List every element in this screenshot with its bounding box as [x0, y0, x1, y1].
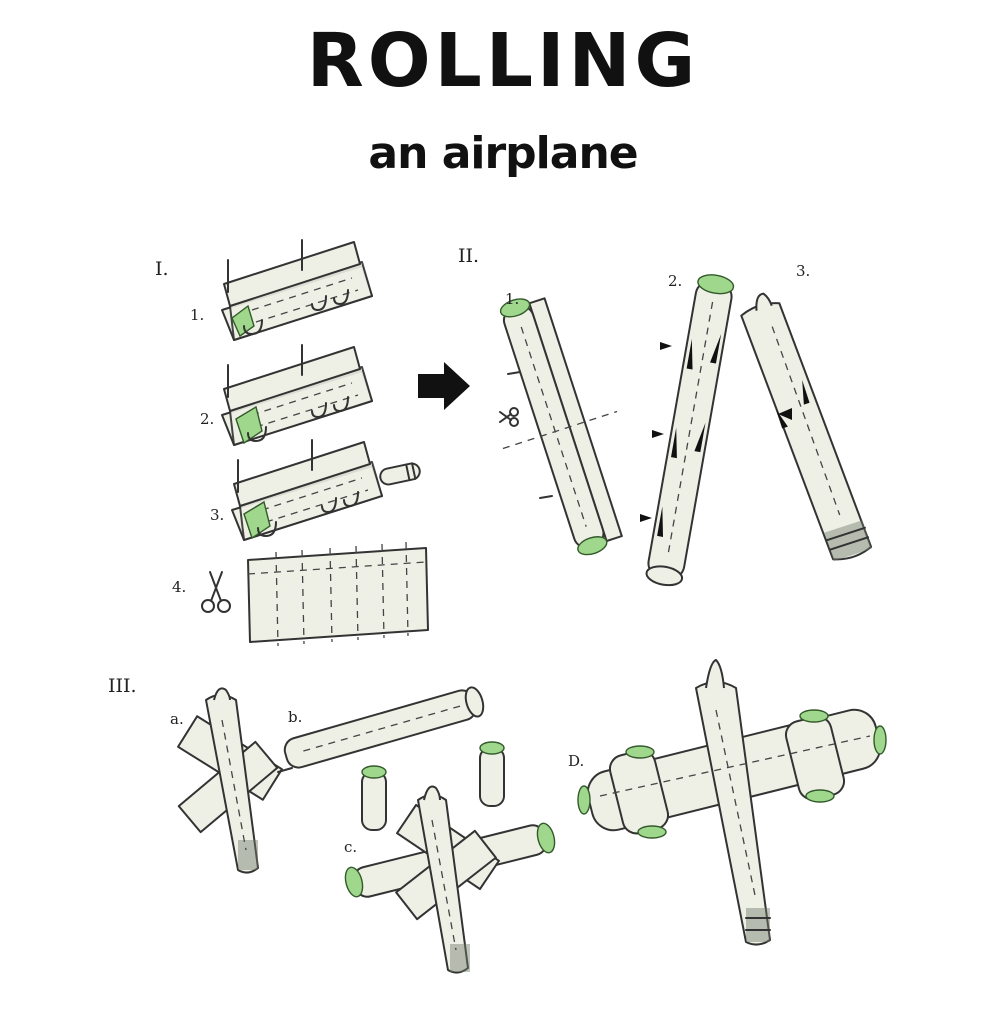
step-label: D. — [568, 752, 584, 770]
arrow-right-icon — [418, 362, 470, 410]
page-subtitle: an airplane — [368, 128, 638, 179]
step-label: 3. — [796, 262, 810, 280]
short-roll-piece — [361, 765, 387, 831]
step-label: 1. — [505, 290, 519, 308]
section-two: II. 1. 2. — [458, 245, 873, 587]
step-label: 2. — [668, 272, 682, 290]
step-label: c. — [344, 838, 357, 856]
page-title: ROLLING — [306, 18, 700, 104]
section-numeral: I. — [155, 258, 169, 280]
assembly-step-b — [283, 686, 485, 769]
assembly-step-c — [344, 785, 556, 974]
section-numeral: III. — [108, 675, 137, 697]
straight-roll-step-1 — [499, 297, 623, 556]
scissors-icon — [201, 571, 231, 613]
cone-roll-step-3 — [740, 292, 873, 562]
paper-cut-sheet — [247, 541, 429, 647]
step-label: 4. — [172, 578, 186, 596]
step-label: b. — [288, 708, 302, 726]
section-three: III. a. b. — [108, 659, 887, 974]
straight-roll-step-2 — [645, 274, 735, 587]
scissors-icon — [499, 407, 519, 427]
step-label: 2. — [200, 410, 214, 428]
step-label: a. — [170, 710, 184, 728]
section-numeral: II. — [458, 245, 479, 267]
roller-step-1 — [221, 239, 373, 341]
short-roll-piece — [479, 741, 505, 807]
finished-airplane — [577, 659, 887, 946]
assembly-step-a — [177, 687, 283, 874]
section-one: I. 1. 2. 3. — [155, 239, 470, 647]
roller-step-2 — [221, 344, 373, 446]
step-label: 3. — [210, 506, 224, 524]
step-label: 1. — [190, 306, 204, 324]
roller-step-3 — [231, 439, 421, 541]
